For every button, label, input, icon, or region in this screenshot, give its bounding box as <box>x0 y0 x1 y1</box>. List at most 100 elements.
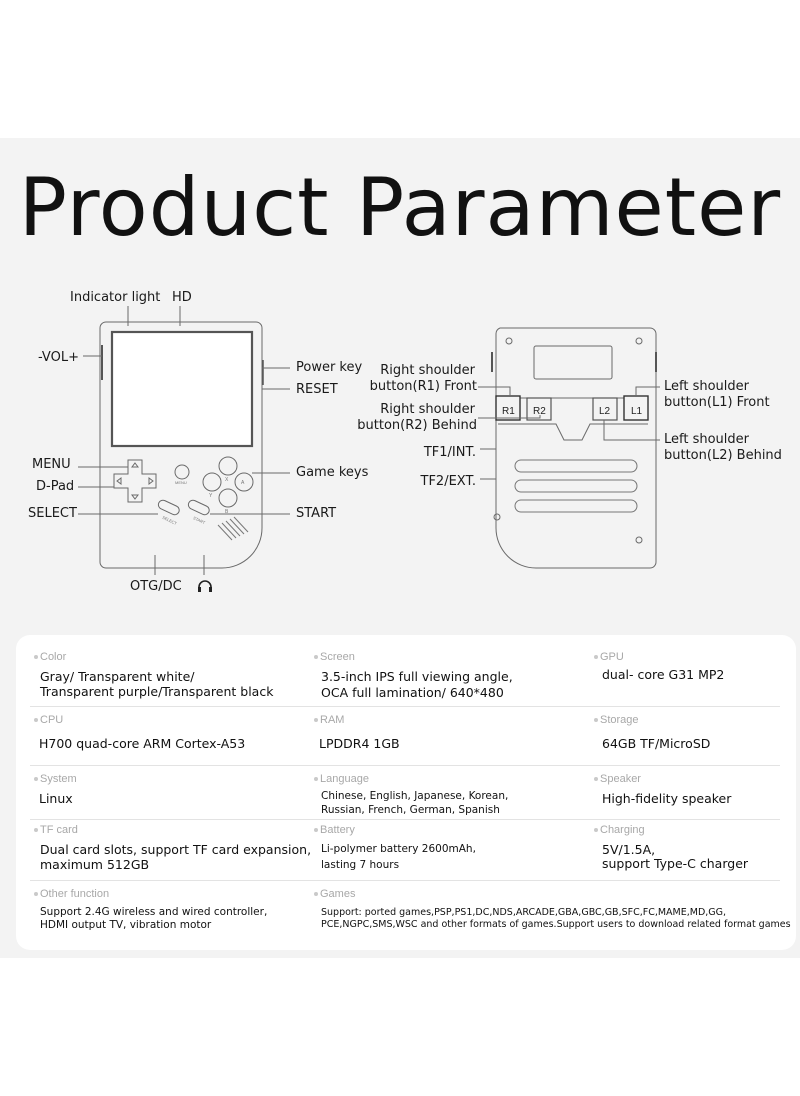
back-view: R1 R2 L2 L1 <box>478 327 660 569</box>
label-l1-line1: Left shoulder <box>664 379 750 394</box>
front-view: MENU X Y A B SELECT START <box>78 306 290 592</box>
spec-label: GPU <box>594 651 624 664</box>
spec-value: Gray/ Transparent white/ <box>40 669 195 684</box>
svg-text:SELECT: SELECT <box>161 515 178 526</box>
menu-button-shape <box>174 464 190 480</box>
back-body <box>495 327 657 569</box>
label-r2-line1: Right shoulder <box>380 402 475 417</box>
btn-r1-shape <box>495 395 521 421</box>
spec-value: 3.5-inch IPS full viewing angle, <box>321 669 513 684</box>
label-menu: MENU <box>32 457 71 472</box>
menu-button-label: MENU <box>175 480 187 485</box>
spec-value: HDMI output TV, vibration motor <box>40 919 212 931</box>
spec-label: Charging <box>594 824 645 837</box>
key-y <box>202 472 222 492</box>
spec-value: maximum 512GB <box>40 857 150 872</box>
label-l2-line2: button(L2) Behind <box>664 448 782 463</box>
spec-value: Transparent purple/Transparent black <box>40 684 274 699</box>
spec-value: Linux <box>39 791 73 806</box>
spec-value: support Type-C charger <box>602 856 749 871</box>
label-select: SELECT <box>28 506 77 521</box>
label-l2-line1: Left shoulder <box>664 432 750 447</box>
svg-text:R2: R2 <box>533 406 546 417</box>
label-power-key: Power key <box>296 360 363 375</box>
spec-label: Color <box>34 651 66 664</box>
spec-value: 5V/1.5A, <box>602 842 656 857</box>
spec-label: System <box>34 773 77 786</box>
spec-value: PCE,NGPC,SMS,WSC and other formats of ga… <box>321 919 791 930</box>
label-game-keys: Game keys <box>296 465 369 480</box>
spec-value: Chinese, English, Japanese, Korean, <box>321 790 509 802</box>
key-a <box>234 472 254 492</box>
btn-r2-shape <box>526 397 552 421</box>
spec-label: Storage <box>594 714 639 727</box>
spec-value: 64GB TF/MicroSD <box>602 736 711 751</box>
back-label-window <box>533 345 613 380</box>
front-screen <box>110 330 254 448</box>
spec-value: High-fidelity speaker <box>602 791 732 806</box>
spec-value: Support: ported games,PSP,PS1,DC,NDS,ARC… <box>321 907 727 918</box>
l2-pointer <box>603 420 660 441</box>
svg-text:X: X <box>225 477 229 483</box>
r1-pointer <box>478 386 511 397</box>
label-tf2: TF2/EXT. <box>420 474 477 489</box>
svg-text:A: A <box>241 480 245 486</box>
svg-text:R1: R1 <box>502 406 515 417</box>
spec-label: Language <box>314 773 369 786</box>
back-grips <box>514 459 638 513</box>
svg-text:START: START <box>192 515 206 525</box>
row-divider <box>30 819 780 820</box>
spec-value: lasting 7 hours <box>321 859 400 871</box>
label-l1-line2: button(L1) Front <box>664 395 770 410</box>
label-r1-line2: button(R1) Front <box>369 379 477 394</box>
select-button-shape <box>157 499 180 516</box>
l1-pointer <box>635 386 660 397</box>
label-hd: HD <box>172 290 192 305</box>
page-title: Product Parameter <box>18 161 782 254</box>
spec-value: Support 2.4G wireless and wired controll… <box>40 906 268 918</box>
spec-label: Games <box>314 888 355 901</box>
speaker-grille <box>217 516 249 541</box>
spec-value: dual- core G31 MP2 <box>602 667 725 682</box>
row-divider <box>30 880 780 881</box>
spec-value: Russian, French, German, Spanish <box>321 804 500 816</box>
spec-label: Speaker <box>594 773 641 786</box>
r2-pointer <box>478 415 541 419</box>
dpad-icon <box>113 459 157 503</box>
label-otg-dc: OTG/DC <box>130 579 182 594</box>
row-divider <box>30 765 780 766</box>
spec-value: Li-polymer battery 2600mAh, <box>321 843 476 855</box>
label-start: START <box>296 506 337 521</box>
key-x <box>218 456 238 476</box>
label-tf1: TF1/INT. <box>423 445 476 460</box>
label-indicator-light: Indicator light <box>70 290 161 305</box>
label-dpad: D-Pad <box>36 479 75 494</box>
row-divider <box>30 706 780 707</box>
svg-text:B: B <box>225 509 229 515</box>
spec-value: LPDDR4 1GB <box>319 736 400 751</box>
spec-value: H700 quad-core ARM Cortex-A53 <box>39 736 246 751</box>
front-body <box>99 321 263 569</box>
label-vol: -VOL+ <box>38 350 79 365</box>
spec-label: TF card <box>34 824 78 837</box>
svg-text:Y: Y <box>209 493 213 499</box>
spec-label: Other function <box>34 888 109 901</box>
shoulder-rail <box>498 397 648 441</box>
headphone-icon <box>198 580 212 591</box>
spec-value: OCA full lamination/ 640*480 <box>321 685 504 700</box>
btn-l1-shape <box>623 395 649 421</box>
spec-label: Screen <box>314 651 355 664</box>
svg-text:L1: L1 <box>631 406 643 417</box>
start-button-shape <box>187 499 210 516</box>
label-r2-line2: button(R2) Behind <box>357 418 477 433</box>
btn-l2-shape <box>592 397 618 421</box>
spec-label: RAM <box>314 714 344 727</box>
key-b <box>218 488 238 508</box>
spec-label: CPU <box>34 714 63 727</box>
spec-value: Dual card slots, support TF card expansi… <box>40 842 312 857</box>
spec-label: Battery <box>314 824 355 837</box>
label-r1-line1: Right shoulder <box>380 363 475 378</box>
svg-text:L2: L2 <box>599 406 611 417</box>
spec-card <box>16 635 796 950</box>
device-diagram: MENU X Y A B SELECT START <box>78 306 660 592</box>
